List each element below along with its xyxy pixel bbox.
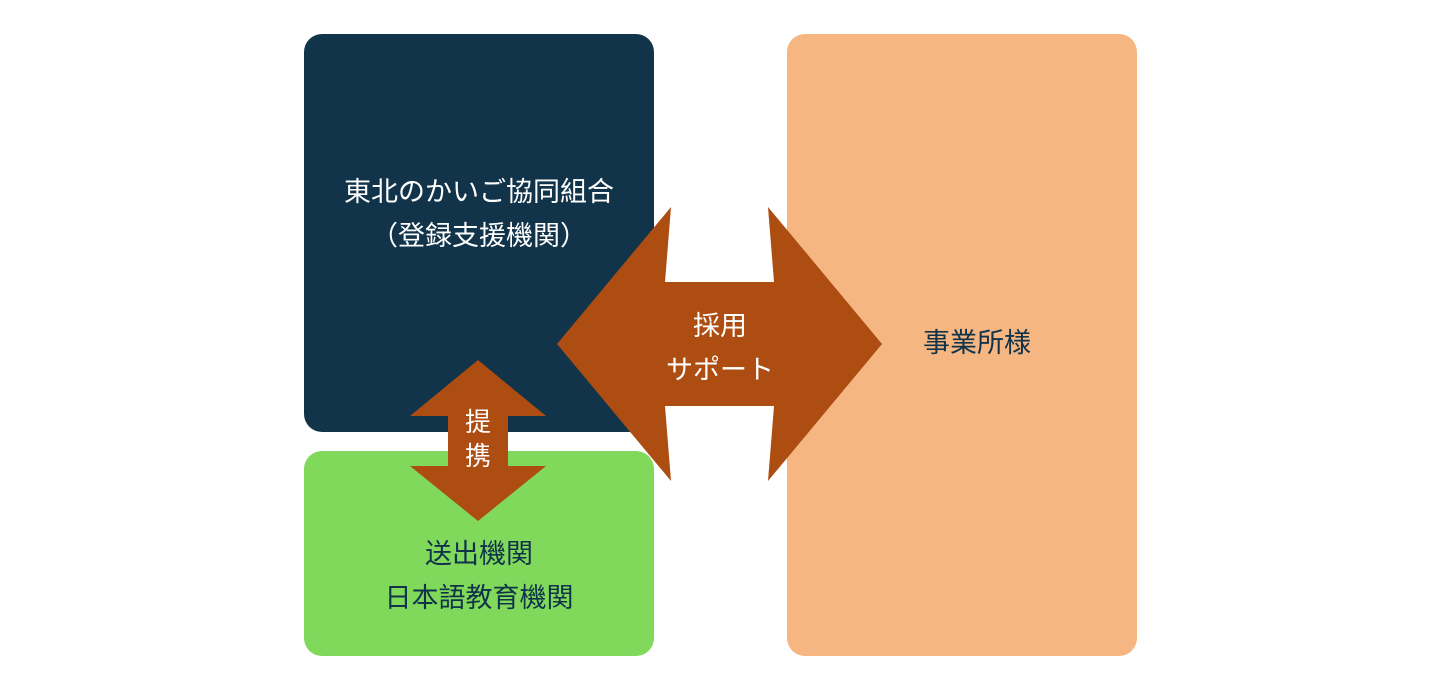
union-label: 東北のかいご協同組合 （登録支援機関） <box>304 171 654 259</box>
support-arrow-line2: サポート <box>666 355 774 386</box>
partnership-arrow-line1: 提 <box>464 408 491 438</box>
business-name: 事業所様 <box>923 328 1031 359</box>
language-school-name: 日本語教育機関 <box>384 583 574 614</box>
support-arrow-line1: 採用 <box>693 311 747 342</box>
support-double-arrow <box>557 207 882 481</box>
sending-organization-name: 送出機関 <box>425 539 533 570</box>
support-arrow-label: 採用 サポート <box>620 305 820 393</box>
union-name: 東北のかいご協同組合 <box>344 177 614 208</box>
partnership-arrow-line2: 携 <box>464 442 491 472</box>
business-label: 事業所様 <box>787 322 1167 366</box>
partnership-double-arrow <box>410 360 546 521</box>
union-role: （登録支援機関） <box>371 221 587 252</box>
partnership-arrow-label: 提 携 <box>438 406 518 474</box>
sending-label: 送出機関 日本語教育機関 <box>304 533 654 621</box>
